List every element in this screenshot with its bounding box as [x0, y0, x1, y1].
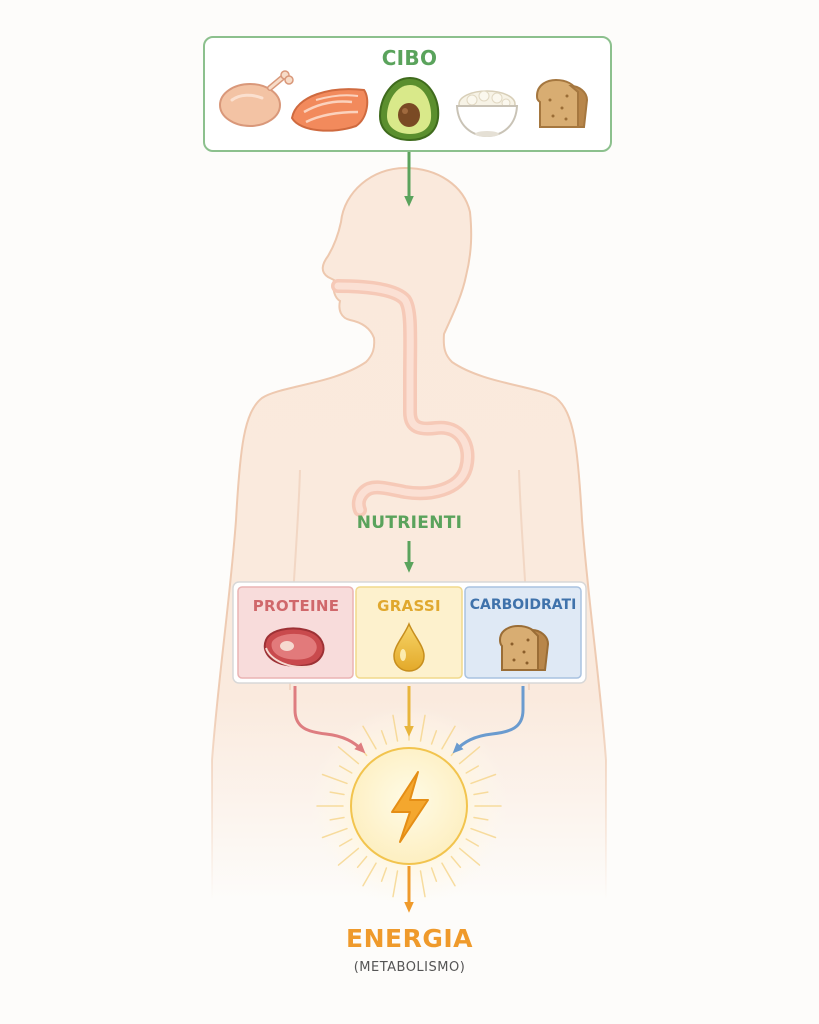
energy-ray: [321, 773, 348, 785]
energy-ray: [473, 816, 489, 821]
energy-ray: [356, 855, 368, 869]
energy-ray: [362, 862, 377, 887]
energy-ray: [362, 725, 377, 750]
salmon-icon: [290, 88, 369, 132]
energy-ray: [380, 867, 388, 882]
energy-ray: [458, 746, 481, 765]
energy-ray: [441, 725, 456, 750]
energy-ray: [337, 746, 360, 765]
chicken-leg-icon: [219, 70, 294, 127]
energy-subtitle: (METABOLISMO): [353, 960, 466, 975]
energy-ray: [450, 855, 462, 869]
oil-drop-icon: [393, 622, 425, 672]
fat-label: GRASSI: [377, 597, 441, 615]
nutrients-title: NUTRIENTI: [356, 513, 463, 533]
human-body-silhouette: [211, 166, 607, 901]
energy-ray: [458, 847, 481, 866]
energy-ray: [470, 773, 497, 785]
energy-ray: [329, 791, 345, 796]
energy-ray: [470, 827, 497, 839]
energy-ray: [430, 867, 438, 882]
food-title: CIBO: [381, 46, 438, 70]
energy-ray: [337, 847, 360, 866]
avocado-icon: [378, 76, 440, 142]
lightning-bolt-icon: [391, 771, 429, 843]
energy-ray: [338, 765, 353, 774]
energy-ray: [338, 838, 353, 847]
energy-ray: [321, 827, 348, 839]
energy-ray: [465, 765, 480, 774]
energy-ray: [392, 870, 399, 898]
arrow-carb-to-energy: [452, 686, 525, 754]
carb-bread-icon: [498, 624, 550, 671]
energy-title: ENERGIA: [346, 924, 473, 953]
energy-ray: [430, 730, 438, 745]
carb-label: CARBOIDRATI: [469, 597, 577, 613]
arrow-protein-to-energy: [293, 686, 366, 754]
energy-ray: [465, 838, 480, 847]
energy-ray: [473, 791, 489, 796]
energy-ray: [441, 862, 456, 887]
bread-icon: [535, 78, 589, 128]
energy-ray: [392, 714, 399, 742]
energy-ray: [419, 870, 426, 898]
steak-icon: [263, 627, 325, 668]
energy-ray: [419, 714, 426, 742]
energy-ray: [380, 730, 388, 745]
protein-label: PROTEINE: [252, 597, 340, 615]
energy-ray: [329, 816, 345, 821]
rice-bowl-icon: [455, 90, 519, 138]
